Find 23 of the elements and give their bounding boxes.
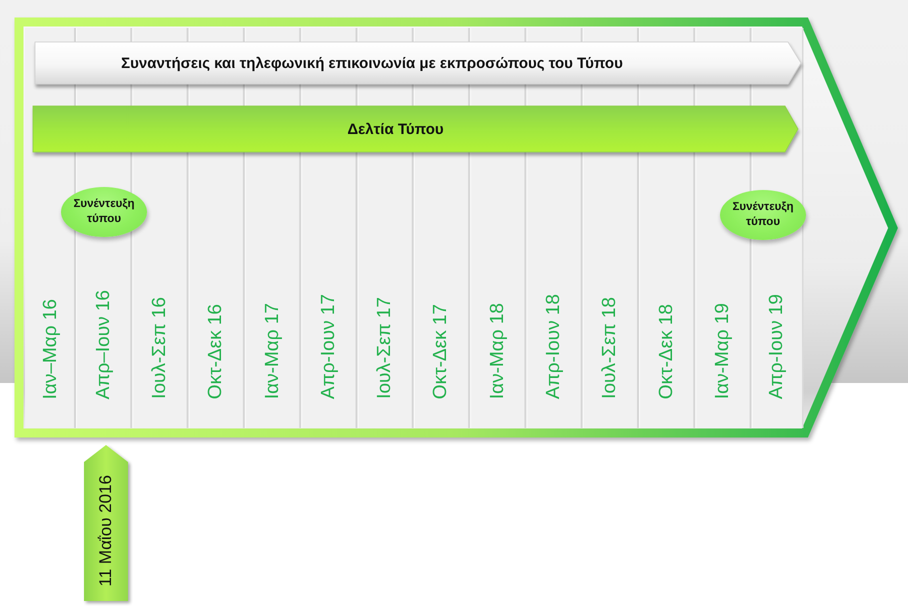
quarter-label: Απρ-Ιουν 19 [766, 294, 786, 399]
timeline-arrow-frame [15, 18, 897, 438]
banner-text: Δελτία Τύπου [347, 120, 444, 138]
quarter-label: Ιουλ-Σεπ 16 [150, 297, 169, 399]
quarter-label: Οκτ-Δεκ 17 [431, 304, 450, 399]
quarter-label: Ιουλ-Σεπ 18 [600, 297, 620, 399]
milestone-arrow-tag [84, 445, 128, 601]
event-text: Συνέντευξη τύπου [731, 200, 794, 230]
arrow-banner [33, 106, 798, 152]
quarter-label: Οκτ-Δεκ 16 [206, 304, 226, 399]
quarter-label: Ιαν–Μαρ 16 [40, 298, 60, 399]
event-text: Συνέντευξη τύπου [72, 197, 136, 227]
arrow-banner [35, 42, 801, 84]
quarter-label: Απρ–Ιουν 16 [94, 290, 113, 399]
quarter-label: Οκτ-Δεκ 18 [656, 304, 676, 399]
quarter-label: Ιαν-Μαρ 19 [712, 302, 732, 399]
milestone-date: 11 Μαΐου 2016 [96, 475, 116, 587]
quarter-label: Ιαν-Μαρ 17 [262, 302, 282, 399]
banner-text: Συναντήσεις και τηλεφωνική επικοινωνία με εκπροσώπους του Τύπου [121, 54, 623, 72]
quarter-label: Ιαν-Μαρ 18 [488, 302, 507, 399]
quarter-label: Απρ-Ιουν 18 [544, 294, 564, 399]
quarter-label: Απρ-Ιουν 17 [318, 294, 338, 399]
quarter-label: Ιουλ-Σεπ 17 [375, 297, 394, 399]
